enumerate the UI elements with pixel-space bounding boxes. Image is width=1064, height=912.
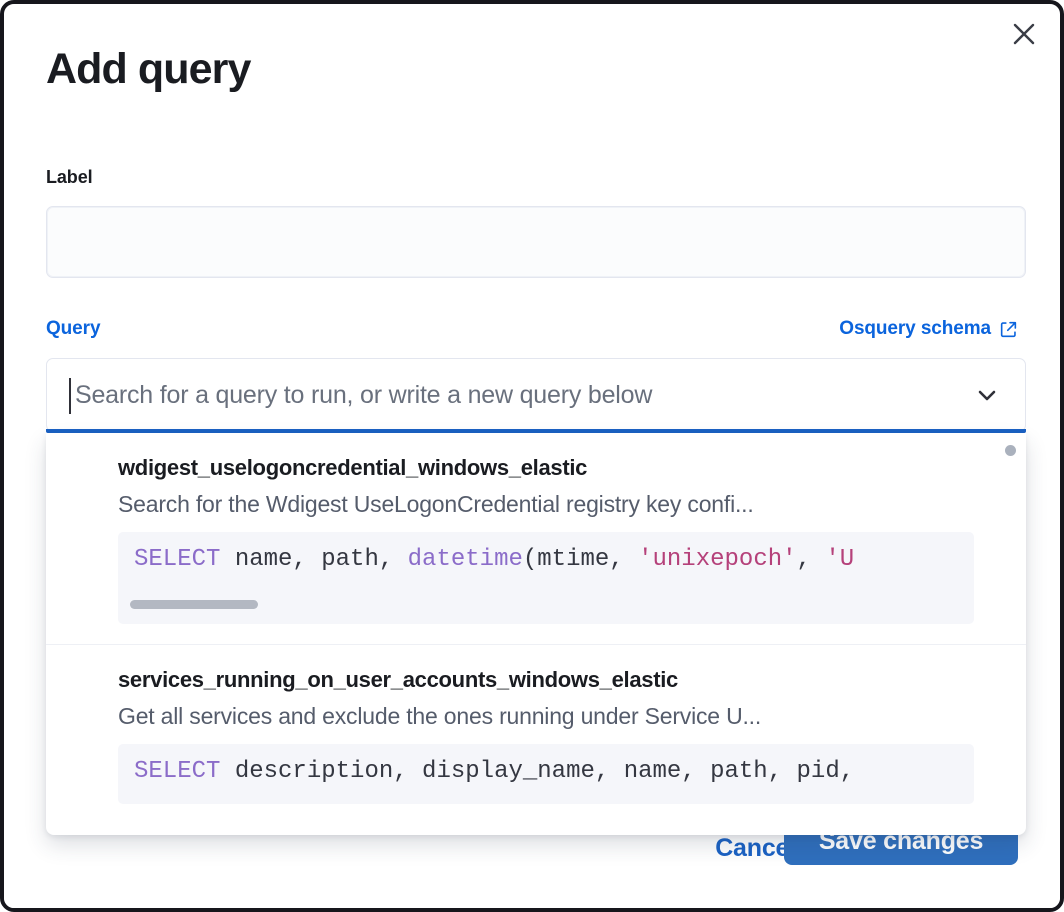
list-item-code-block: SELECT name, path, datetime(mtime, 'unix… [118, 532, 974, 624]
list-item-title: wdigest_uselogoncredential_windows_elast… [118, 455, 588, 480]
text-caret [69, 378, 71, 414]
cancel-button[interactable]: Cancel [701, 824, 810, 873]
query-suggestions-dropdown[interactable]: wdigest_uselogoncredential_windows_elast… [46, 433, 1026, 835]
osquery-schema-link-label: Osquery schema [839, 318, 991, 339]
list-item-description: Get all services and exclude the ones ru… [118, 703, 762, 729]
close-button[interactable] [1002, 12, 1046, 56]
osquery-schema-link[interactable]: Osquery schema [839, 318, 1018, 340]
combobox-focus-underline [46, 429, 1026, 433]
list-item-code-block: SELECT description, display_name, name, … [118, 744, 974, 804]
list-item-description: Search for the Wdigest UseLogonCredentia… [118, 491, 754, 517]
label-field-label: Label [46, 167, 93, 187]
sql-code-line: SELECT description, display_name, name, … [134, 758, 855, 785]
external-link-icon [999, 320, 1018, 339]
query-search-placeholder: Search for a query to run, or write a ne… [75, 380, 653, 409]
page-title: Add query [46, 45, 251, 93]
list-item[interactable]: services_running_on_user_accounts_window… [46, 644, 1026, 824]
query-combobox[interactable]: Search for a query to run, or write a ne… [46, 358, 1026, 432]
list-item-title: services_running_on_user_accounts_window… [118, 667, 678, 692]
query-field-label: Query [46, 318, 101, 339]
chevron-down-icon[interactable] [973, 359, 1001, 431]
sql-code-line: SELECT name, path, datetime(mtime, 'unix… [134, 546, 855, 573]
code-horizontal-scrollbar[interactable] [130, 600, 258, 609]
close-icon [1011, 21, 1037, 47]
label-input[interactable] [46, 206, 1026, 278]
dropdown-scrollbar[interactable] [1005, 445, 1016, 456]
list-item[interactable]: wdigest_uselogoncredential_windows_elast… [46, 433, 1026, 644]
